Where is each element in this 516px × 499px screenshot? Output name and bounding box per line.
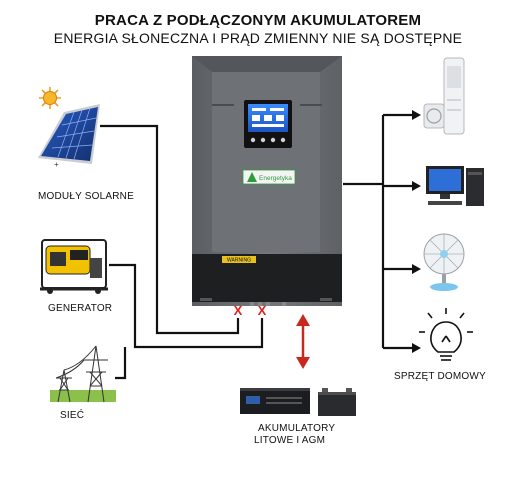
inverter-display [244,100,292,148]
sun-icon [39,87,61,109]
generator-wire [109,263,264,349]
fan-icon [423,233,465,291]
inverter-unit: Energetyka WARNING [192,56,342,306]
solar-modules-label: MODUŁY SOLARNE [38,191,134,202]
warning-text: WARNING [227,258,251,264]
solar-disconnected-mark: X [234,303,243,318]
generator-icon [40,239,108,294]
generator-label: GENERATOR [48,303,113,314]
diagram-subtitle: ENERGIA SŁONECZNA I PRĄD ZMIENNY NIE SĄ … [53,30,463,46]
arrow-head-pc [412,181,421,191]
wiring [100,113,413,380]
solar-plus-sign: + [54,160,59,169]
warning-sticker: WARNING [222,256,256,264]
household-equipment-label: SPRZĘT DOMOWY [394,371,486,382]
diagram-title: PRACA Z PODŁĄCZONYM AKUMULATOREM [94,12,422,29]
lithium-battery-icon [240,388,310,414]
agm-battery-icon [318,388,356,416]
air-conditioner-icon [423,57,465,135]
power-grid-icon [50,345,116,403]
arrow-head-ac [412,110,421,120]
arrow-head-fan [412,264,421,274]
ac-disconnected-mark: X [258,303,267,318]
battery-label-line1: AKUMULATORY [258,423,336,434]
computer-icon [426,166,484,206]
brand-text: Energetyka [259,175,292,182]
arrow-head-lamp [412,343,421,353]
solar-minus-sign: - [76,148,79,157]
light-bulb-icon [419,308,473,361]
solar-wire [100,124,240,335]
solar-panel-icon [38,104,100,164]
grid-wire [115,347,127,380]
battery-arrow [296,314,310,369]
battery-label-line2: LITOWE I AGM [254,435,326,446]
brand-logo: Energetyka [242,169,296,185]
grid-label: SIEĆ [60,410,85,421]
